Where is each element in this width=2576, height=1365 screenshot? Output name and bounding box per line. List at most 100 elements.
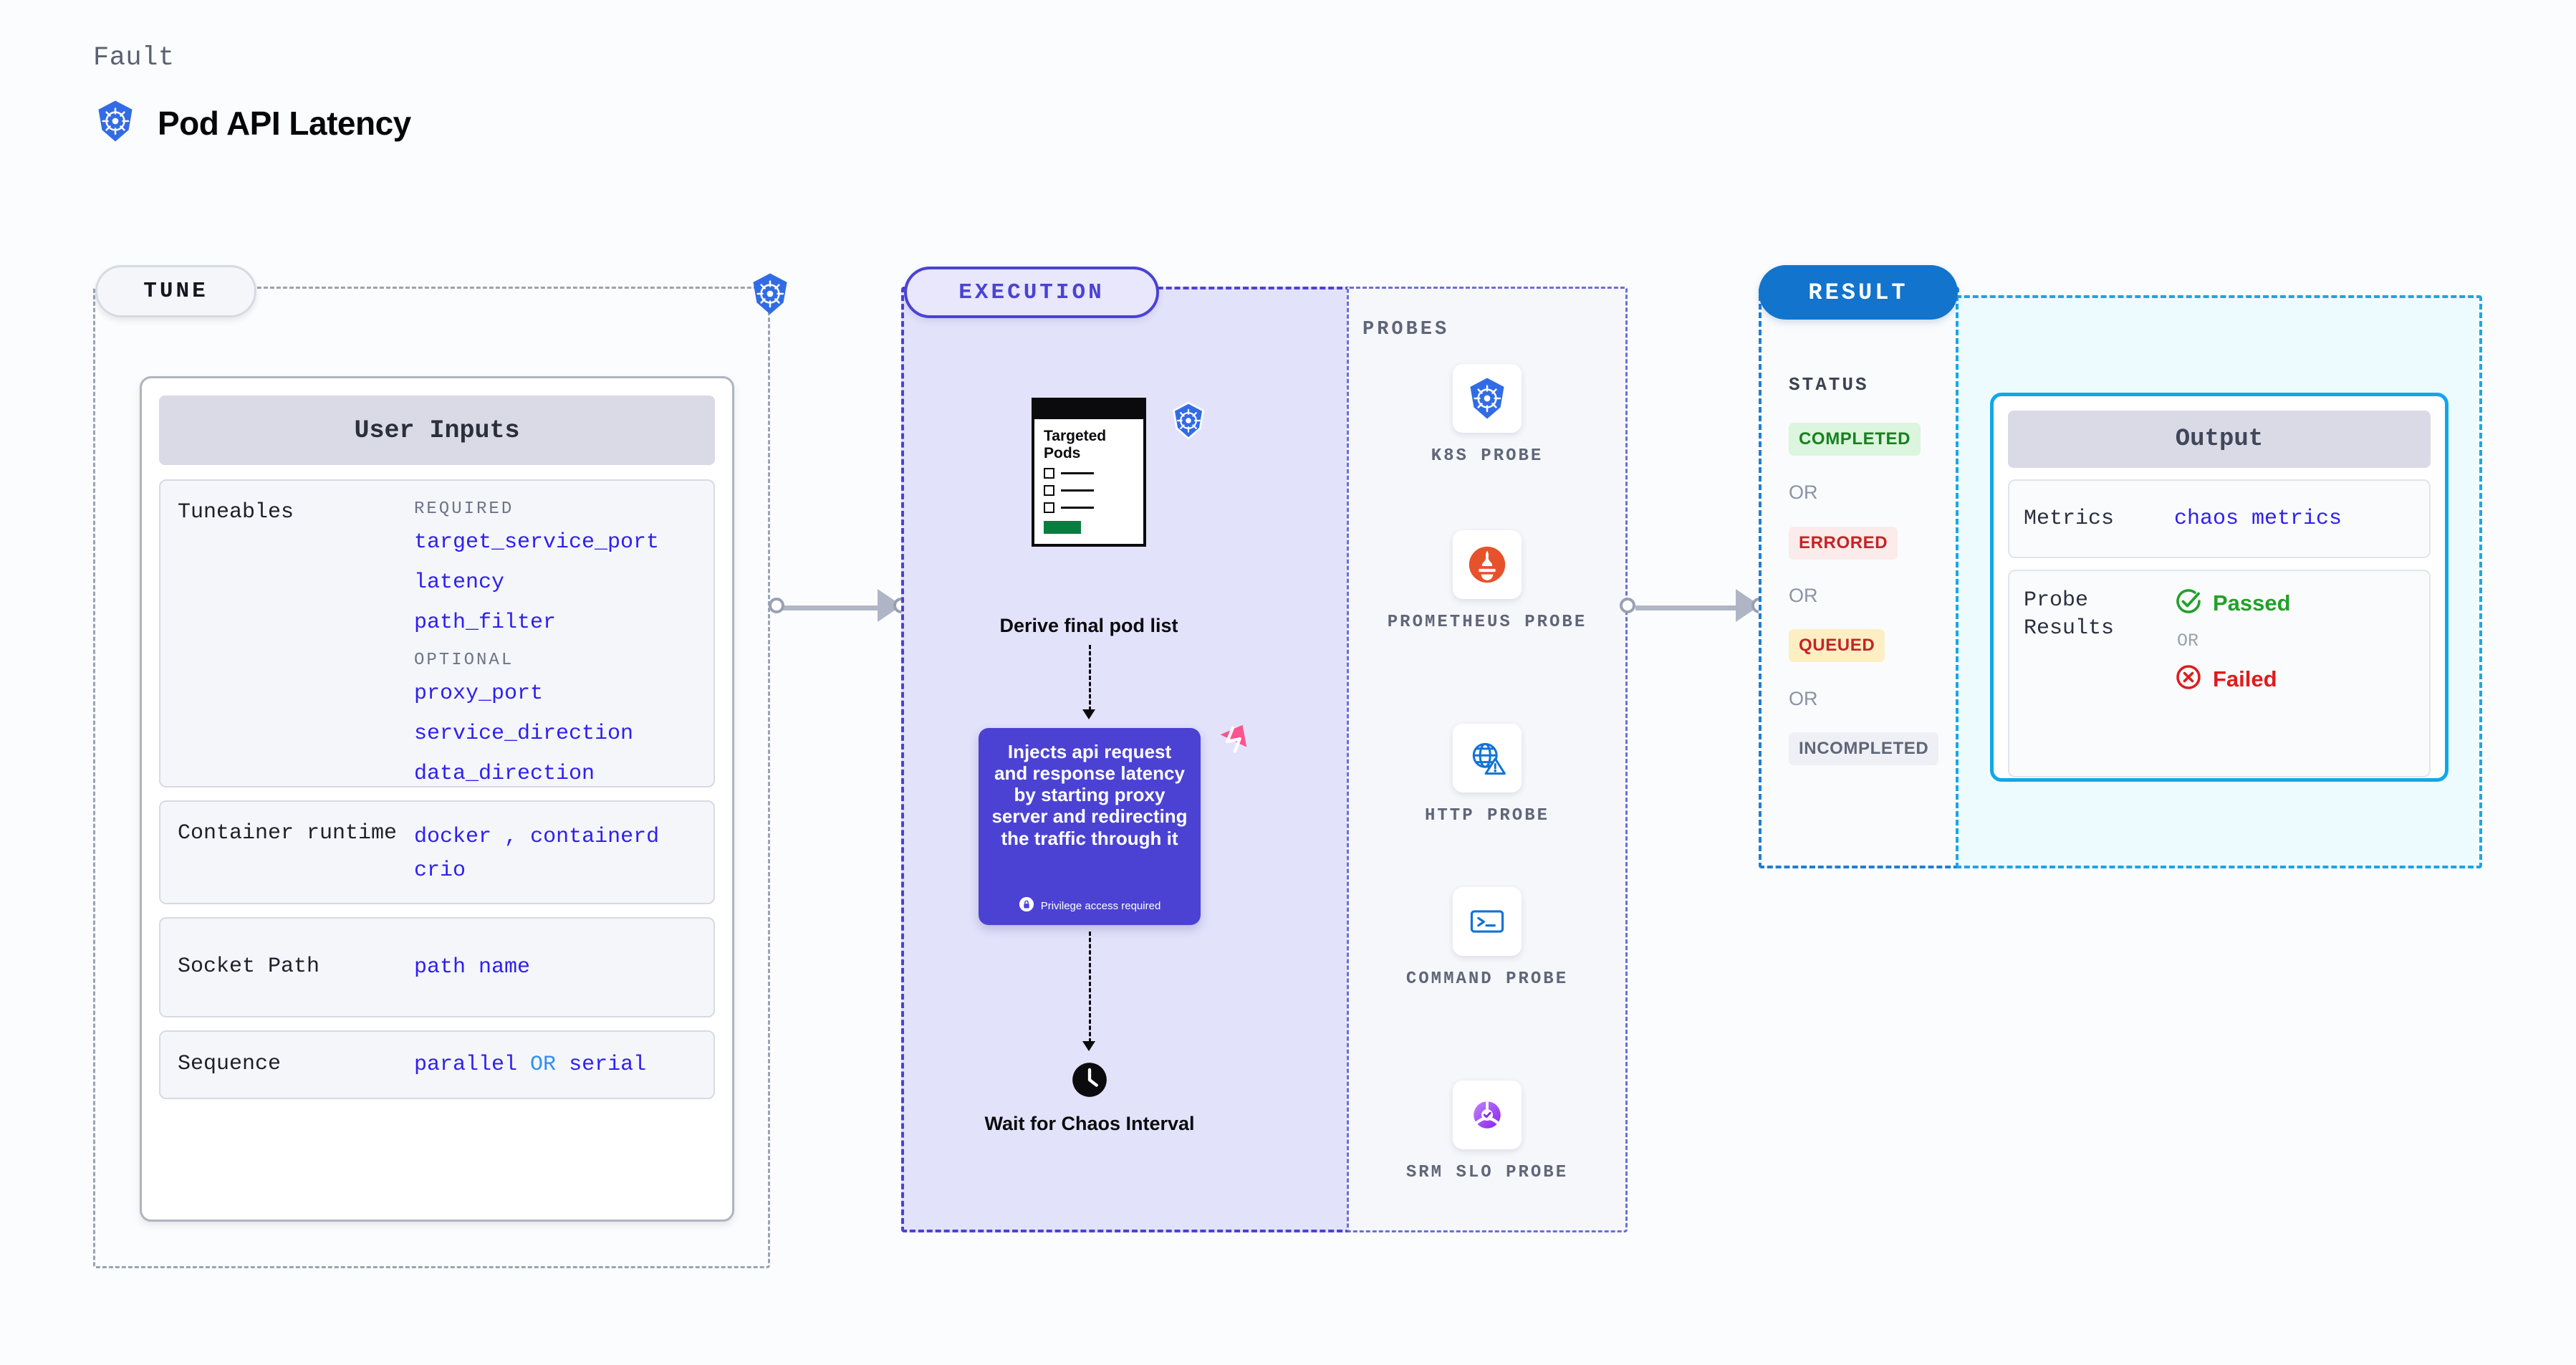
kubernetes-icon: [1453, 364, 1522, 433]
socket-path-value[interactable]: path name: [414, 954, 531, 980]
probe-results-key: Probe Results: [2024, 588, 2115, 641]
x-circle-icon: [2174, 663, 2203, 695]
prometheus-icon: [1453, 530, 1522, 599]
flow-arrowhead-1: [1082, 709, 1095, 719]
green-highlight-bar: [1044, 521, 1081, 535]
tunable-proxy-port[interactable]: proxy_port: [414, 681, 544, 706]
runtime-containerd[interactable]: containerd: [530, 825, 660, 849]
derive-pod-list-label: Derive final pod list: [999, 615, 1178, 636]
socket-path-row: Socket Path path name: [159, 917, 715, 1017]
kubernetes-icon: [748, 272, 792, 320]
inject-latency-card: Injects api request and response latency…: [979, 728, 1201, 925]
passed-label: Passed: [2213, 590, 2291, 616]
probe-label: PROMETHEUS PROBE: [1387, 613, 1587, 632]
execution-pill-label: EXECUTION: [904, 267, 1159, 318]
clock-icon: [1071, 1061, 1108, 1102]
sequence-key: Sequence: [178, 1052, 282, 1077]
container-runtime-row: Container runtime docker , containerd cr…: [159, 800, 715, 904]
metrics-value[interactable]: chaos metrics: [2174, 507, 2342, 531]
title-row: Pod API Latency: [93, 99, 411, 147]
probe-result-or: OR: [2177, 631, 2199, 651]
checkbox-icon: [1044, 485, 1054, 497]
probe-label: HTTP PROBE: [1424, 806, 1550, 825]
tunable-path-filter[interactable]: path_filter: [414, 610, 557, 635]
connector-dot-left: [769, 598, 784, 613]
status-badge-queued: QUEUED: [1789, 629, 1885, 662]
srm-slo-icon: [1453, 1081, 1522, 1149]
probe-label: K8S PROBE: [1431, 446, 1544, 466]
terminal-icon: [1453, 887, 1522, 956]
status-badge-incompleted: INCOMPLETED: [1789, 732, 1939, 765]
probe-k8s[interactable]: K8S PROBE: [1347, 364, 1628, 469]
targeted-pods-document: Targeted Pods: [1032, 398, 1146, 547]
status-or-2: OR: [1789, 585, 1818, 606]
tune-panel: [93, 287, 770, 1268]
runtime-separator: ,: [504, 825, 518, 849]
checkbox-icon: [1044, 468, 1054, 479]
user-inputs-header: User Inputs: [159, 396, 715, 465]
result-pill-label: RESULT: [1759, 265, 1958, 320]
probes-title: PROBES: [1363, 319, 1450, 340]
status-title: STATUS: [1789, 374, 1869, 396]
output-card: Output Metrics chaos metrics Probe Resul…: [1990, 393, 2448, 782]
probe-label: SRM SLO PROBE: [1405, 1163, 1569, 1182]
document-titlebar: [1034, 401, 1143, 419]
probe-result-passed: Passed: [2174, 587, 2291, 619]
page-title: Pod API Latency: [158, 104, 411, 142]
checkbox-icon: [1044, 502, 1054, 514]
document-list-item: [1044, 485, 1134, 497]
privilege-note-text: Privilege access required: [1040, 899, 1161, 912]
user-inputs-card: User Inputs Tuneables REQUIRED target_se…: [140, 376, 734, 1222]
text-line: [1061, 472, 1094, 474]
metrics-row: Metrics chaos metrics: [2008, 479, 2431, 558]
flow-arrowhead-2: [1082, 1041, 1095, 1051]
flow-arrow-2: [1089, 931, 1091, 1043]
text-line: [1061, 489, 1094, 492]
http-globe-warning-icon: [1453, 724, 1522, 792]
fault-eyebrow: Fault: [93, 43, 175, 73]
sequence-or: OR: [530, 1052, 557, 1077]
status-badge-errored: ERRORED: [1789, 527, 1898, 560]
probe-command[interactable]: COMMAND PROBE: [1347, 887, 1628, 992]
connector-dot-left-2: [1620, 598, 1635, 613]
tune-pill-label: TUNE: [95, 265, 256, 317]
targeted-pods-title: Targeted Pods: [1044, 428, 1107, 461]
kubernetes-icon: [93, 99, 138, 147]
probe-label: COMMAND PROBE: [1405, 969, 1569, 989]
socket-path-key: Socket Path: [178, 954, 320, 980]
privilege-note: Privilege access required: [1019, 896, 1161, 915]
connector-tune-to-execution: [777, 605, 885, 610]
failed-label: Failed: [2213, 666, 2277, 691]
probe-result-failed: Failed: [2174, 663, 2291, 695]
tunable-latency[interactable]: latency: [414, 570, 505, 595]
probe-results-row: Probe Results Passed OR: [2008, 570, 2431, 777]
metrics-key: Metrics: [2024, 506, 2115, 531]
output-header: Output: [2008, 411, 2431, 468]
required-subheader: REQUIRED: [414, 499, 514, 519]
lock-icon: [1019, 896, 1034, 915]
sequence-parallel[interactable]: parallel: [414, 1052, 518, 1077]
status-or-1: OR: [1789, 482, 1818, 503]
runtime-crio[interactable]: crio: [414, 858, 466, 883]
check-circle-icon: [2174, 587, 2203, 619]
wait-for-chaos-interval-label: Wait for Chaos Interval: [984, 1113, 1195, 1134]
tuneables-key: Tuneables: [178, 500, 294, 525]
runtime-docker[interactable]: docker: [414, 825, 492, 849]
tunable-data-direction[interactable]: data_direction: [414, 762, 595, 786]
text-line: [1061, 507, 1094, 509]
tunable-service-direction[interactable]: service_direction: [414, 722, 634, 746]
sequence-serial[interactable]: serial: [569, 1052, 647, 1077]
inject-description: Injects api request and response latency…: [991, 741, 1188, 849]
tuneables-row: Tuneables REQUIRED target_service_port l…: [159, 479, 715, 787]
probe-prometheus[interactable]: PROMETHEUS PROBE: [1347, 530, 1628, 635]
document-list-item: [1044, 468, 1134, 479]
tunable-target-service-port[interactable]: target_service_port: [414, 530, 660, 555]
document-list-item: [1044, 502, 1134, 514]
status-badge-completed: COMPLETED: [1789, 423, 1921, 456]
probe-srm-slo[interactable]: SRM SLO PROBE: [1347, 1081, 1628, 1185]
page-header: Fault Pod API Latency: [93, 43, 411, 147]
kubernetes-icon: [1169, 401, 1208, 444]
optional-subheader: OPTIONAL: [414, 651, 514, 670]
status-or-3: OR: [1789, 688, 1818, 709]
probe-http[interactable]: HTTP PROBE: [1347, 724, 1628, 828]
